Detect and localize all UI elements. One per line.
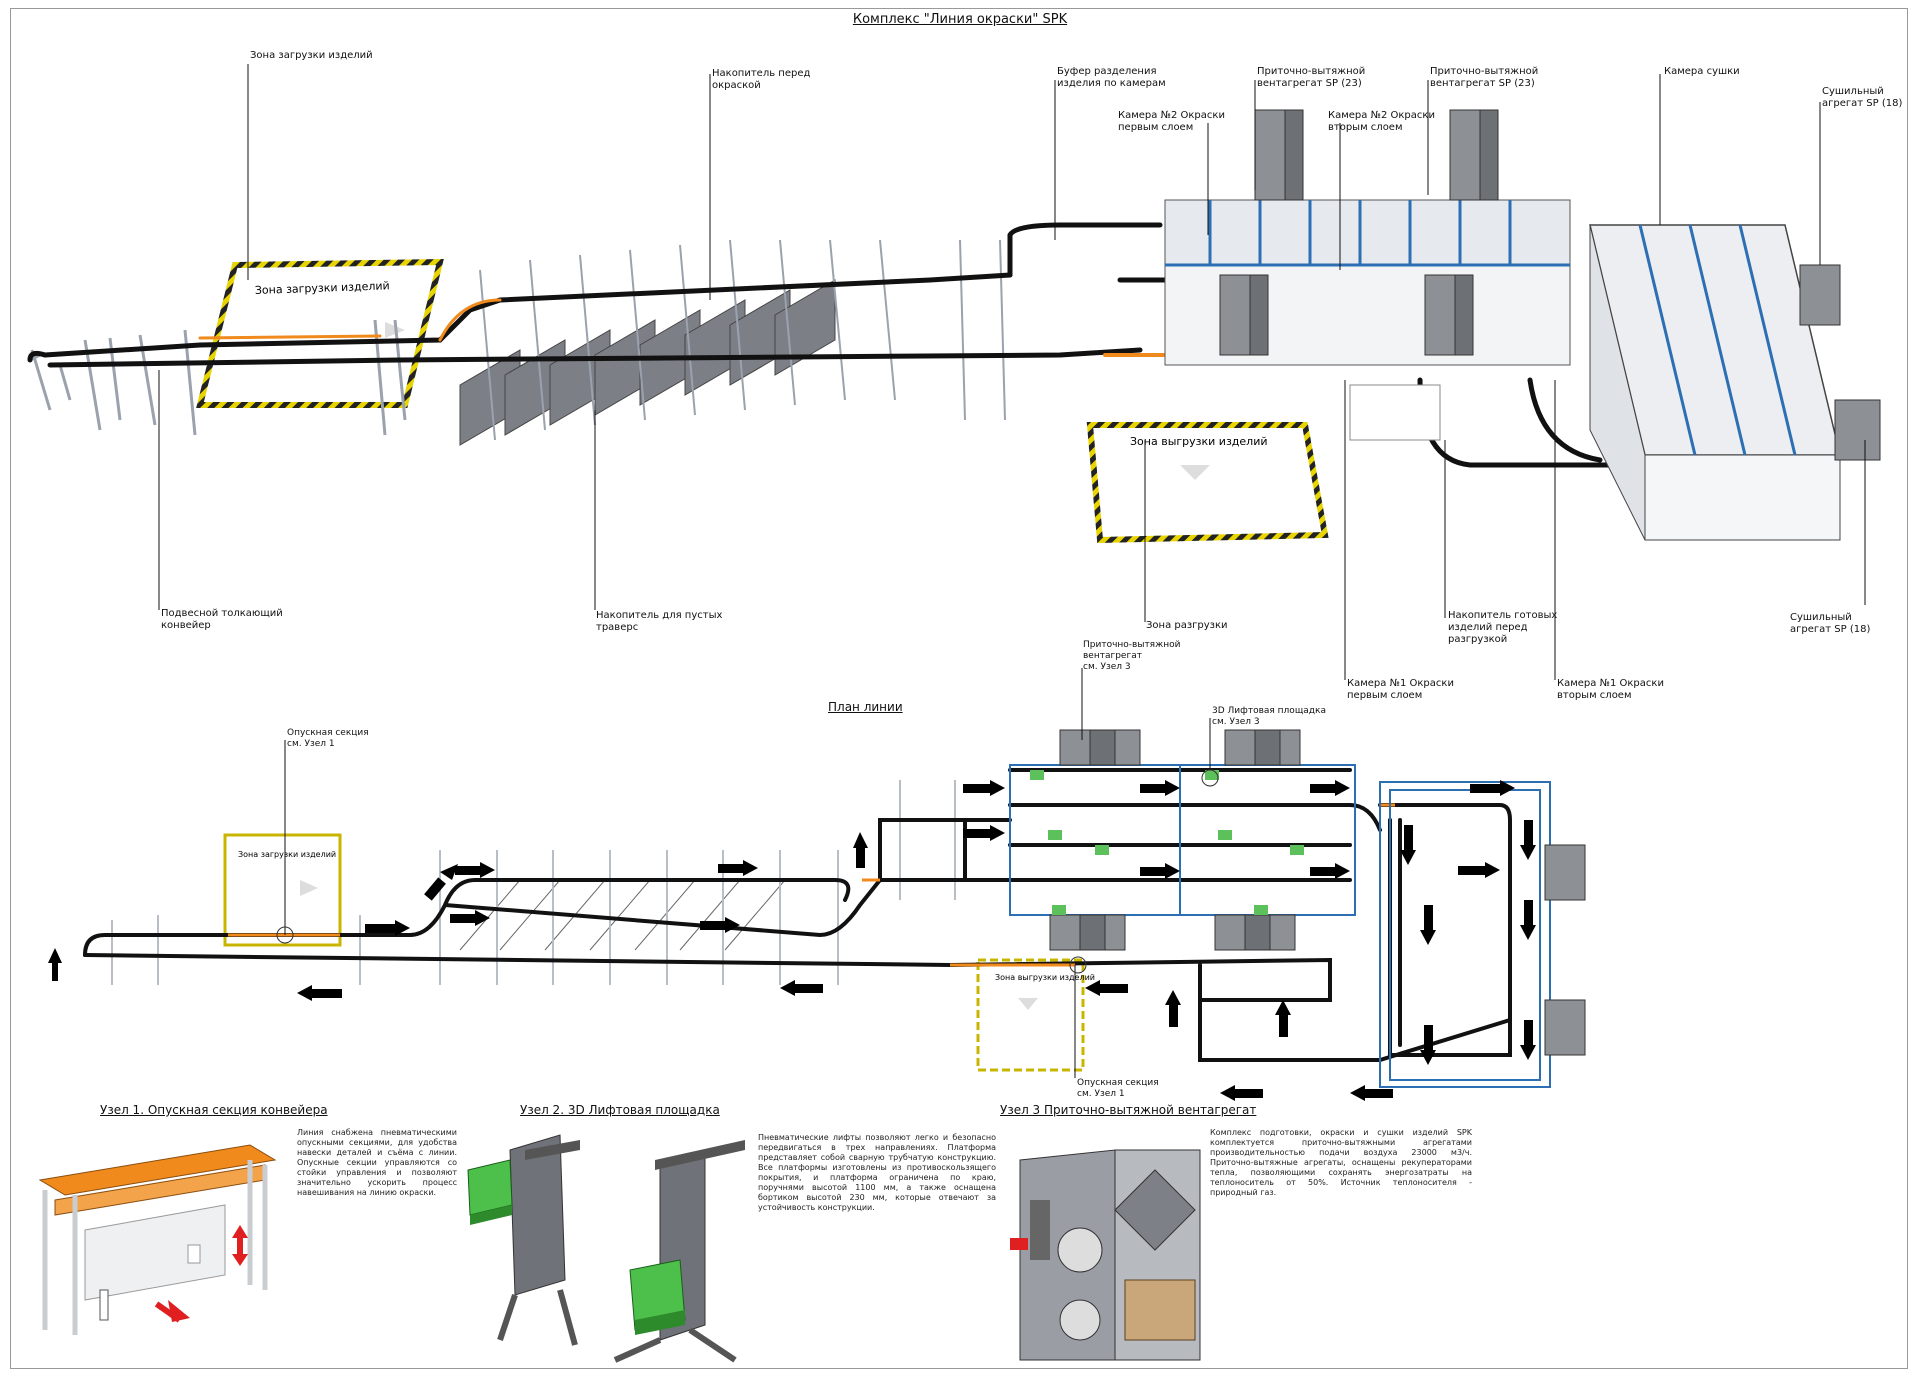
plan-lift-platform-markers: [1030, 770, 1304, 915]
page-title: Комплекс "Линия окраски" SPK: [852, 12, 1068, 27]
node3-text: Комплекс подготовки, окраски и сушки изд…: [1210, 1128, 1472, 1197]
label-lift-platform-plan: 3D Лифтовая площадка см. Узел 3: [1212, 706, 1326, 727]
label-unloading-zone: Зона разгрузки: [1146, 620, 1228, 631]
label-chamber1-first: Камера №1 Окраски первым слоем: [1347, 678, 1454, 701]
plan-accumulator-hatch: [459, 879, 786, 951]
unloading-zone-floor: Зона выгрузки изделий: [1086, 422, 1329, 544]
plan-direction-arrows: [48, 780, 1536, 1101]
node2-title: Узел 2. 3D Лифтовая площадка: [520, 1103, 720, 1117]
label-empty-accumulator: Накопитель для пустых траверс: [596, 610, 723, 633]
node1-lowering-section-illustration: [38, 1144, 277, 1335]
plan-unloading-zone-text: Зона выгрузки изделий: [995, 973, 1095, 982]
node3-vent-unit-illustration: [1010, 1149, 1201, 1361]
label-vent-unit-1: Приточно-вытяжной вентагрегат SP (23): [1257, 66, 1366, 89]
label-dryer-unit-bottom: Сушильный агрегат SP (18): [1790, 612, 1871, 635]
label-chamber2-first: Камера №2 Окраски первым слоем: [1118, 110, 1225, 133]
conveyor-rails-top: [27, 222, 1643, 468]
leader-lines-top: [158, 64, 1866, 680]
drying-chamber: [1589, 224, 1881, 541]
plan-vent-units: [1049, 729, 1586, 1056]
plan-orange-accents: [228, 803, 1395, 967]
accumulator-frames: [479, 239, 1006, 441]
label-vent-unit-2: Приточно-вытяжной вентагрегат SP (23): [1430, 66, 1539, 89]
plan-loading-zone-text: Зона загрузки изделий: [238, 850, 336, 859]
node1-text: Линия снабжена пневматическими опускными…: [297, 1128, 457, 1197]
node2-lift-platform-illustration: [467, 1134, 745, 1363]
label-chamber2-second: Камера №2 Окраски вторым слоем: [1328, 110, 1435, 133]
label-accumulator-before-paint: Накопитель перед окраской: [712, 68, 811, 91]
label-dryer-unit-top: Сушильный агрегат SP (18): [1822, 86, 1903, 109]
unloading-zone-sign: Зона выгрузки изделий: [1130, 435, 1268, 448]
label-finished-accumulator: Накопитель готовых изделий перед разгруз…: [1448, 610, 1558, 645]
loading-zone-sign: Зона загрузки изделий: [255, 279, 390, 297]
plan-leader-lines: [284, 668, 1211, 1078]
top-isometric-view: Зона загрузки изделий: [27, 64, 1881, 680]
label-chamber1-second: Камера №1 Окраски вторым слоем: [1557, 678, 1664, 701]
vent-units-top: [1219, 109, 1499, 356]
plan-loading-zone: Зона загрузки изделий: [223, 833, 342, 947]
label-lowering-section-bottom: Опускная секция см. Узел 1: [1077, 1078, 1159, 1099]
label-loading-zone: Зона загрузки изделий: [250, 50, 373, 61]
label-vent-unit-plan: Приточно-вытяжной вентагрегат см. Узел 3: [1083, 640, 1181, 672]
empty-traverse-accumulator-panels: [459, 279, 836, 446]
plan-detail-circles: [276, 769, 1219, 974]
drawing-frame: [10, 8, 1908, 1369]
label-drying-chamber: Камера сушки: [1664, 66, 1740, 77]
label-conveyor: Подвесной толкающий конвейер: [161, 608, 283, 631]
node1-title: Узел 1. Опускная секция конвейера: [100, 1103, 328, 1117]
label-buffer: Буфер разделения изделия по камерам: [1057, 66, 1166, 89]
plan-title: План линии: [828, 700, 903, 714]
label-lowering-section-top: Опускная секция см. Узел 1: [287, 728, 369, 749]
plan-unloading-zone: Зона выгрузки изделий: [976, 958, 1095, 1072]
node3-title: Узел 3 Приточно-вытяжной вентагрегат: [1000, 1103, 1257, 1117]
plan-chamber-frame: [1009, 764, 1551, 1088]
node2-text: Пневматические лифты позволяют легко и б…: [758, 1133, 996, 1212]
